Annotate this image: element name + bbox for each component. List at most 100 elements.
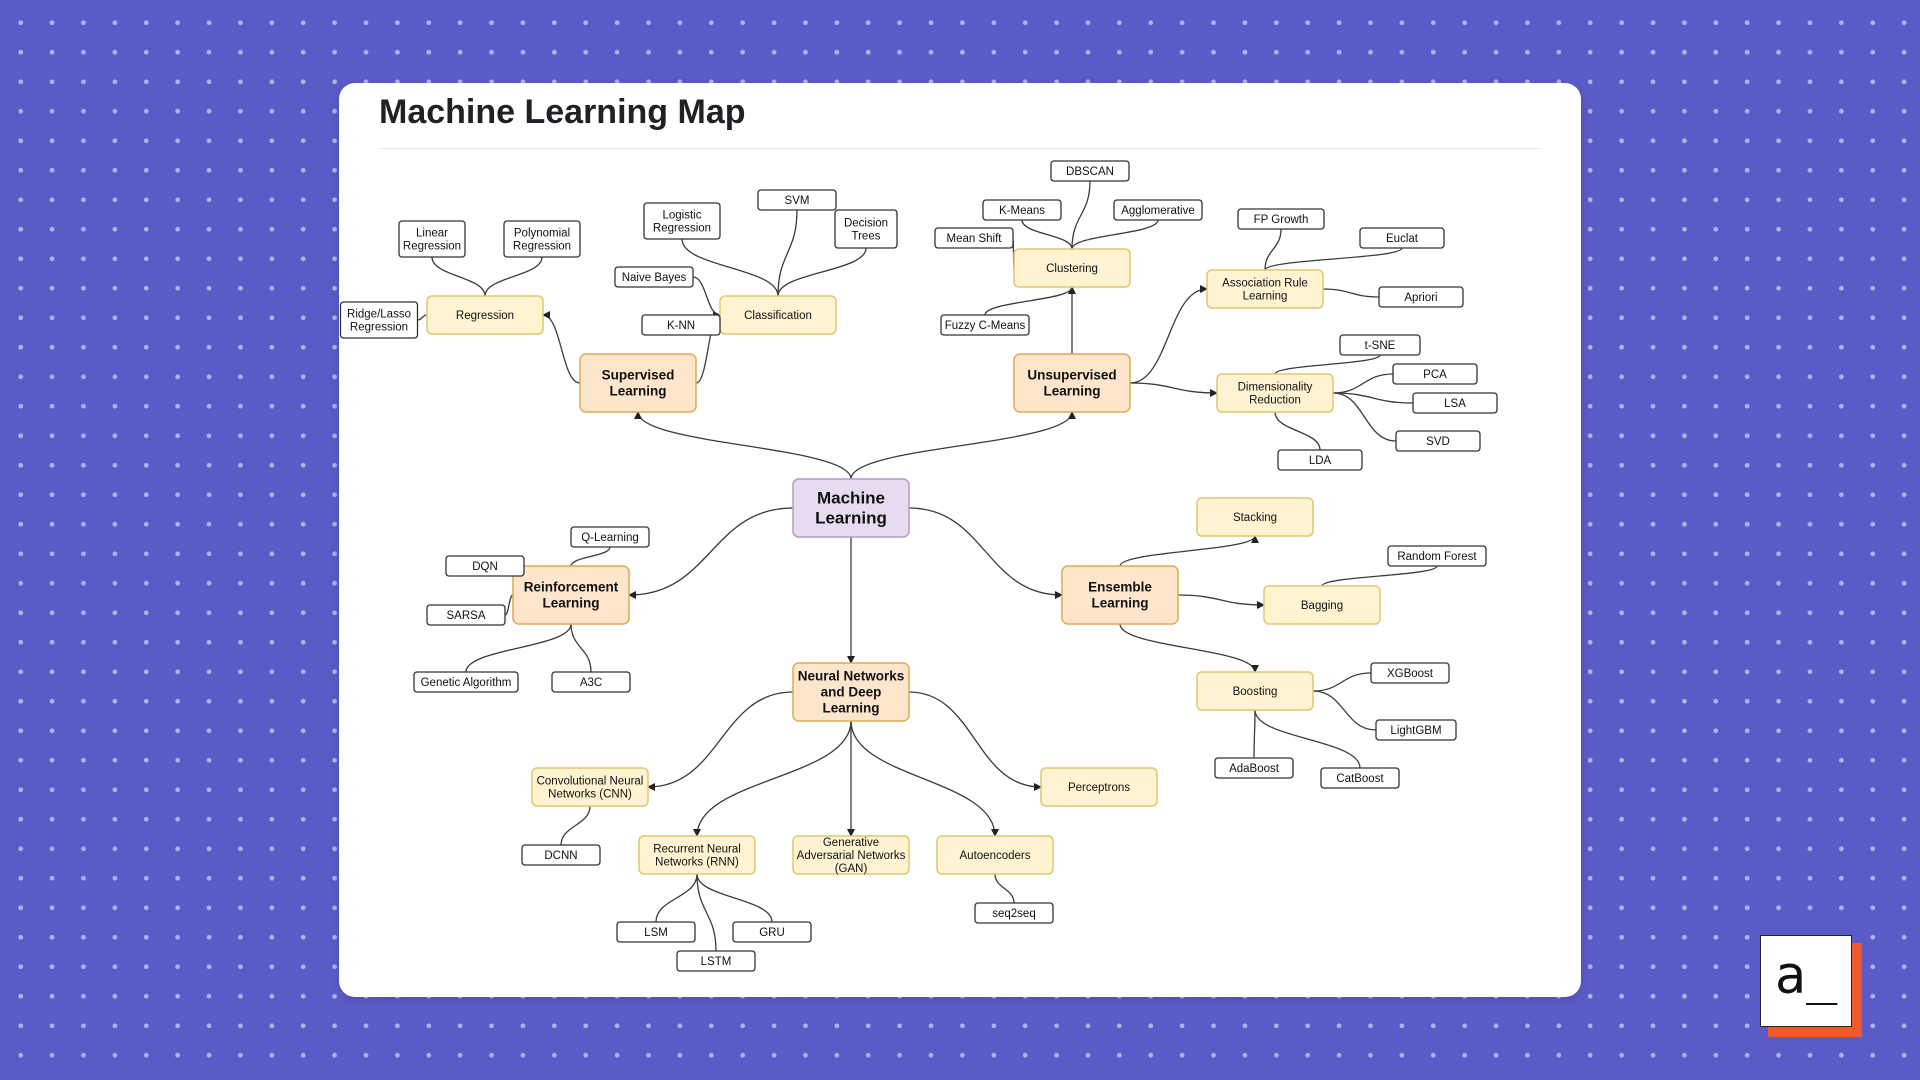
node-label: Reduction [1249,395,1301,407]
node-fp-growth: FP Growth [1237,208,1325,230]
edge-rnn-to-lstm [696,873,717,952]
node-label: LSTM [701,956,732,968]
node-label: GRU [759,927,785,939]
edge-ens-to-stack [1119,535,1259,567]
node-label: LightGBM [1390,725,1441,737]
edge-ens-to-boost [1119,623,1259,673]
node-label: Dimensionality [1238,382,1313,394]
node-box [974,902,1054,924]
edge-unsup-to-dim [1129,382,1218,397]
node-box [1214,757,1294,779]
title-divider [379,148,1541,149]
node-label: Ridge/Lasso [347,309,411,321]
node-genetic-algorithm: Genetic Algorithm [413,671,519,693]
node-box [1013,353,1131,413]
node-k-means: K-Means [982,199,1062,221]
edge-arl-to-eclat [1264,247,1403,271]
edge-rnn-to-gru [696,873,773,923]
node-label: LSM [644,927,668,939]
node-label: Polynomial [514,228,570,240]
node-box [1412,392,1498,414]
node-label: Convolutional Neural [537,776,644,788]
node-label: Recurrent Neural [653,844,741,856]
edge-clu-to-kmeans [1021,219,1073,250]
node-box [503,220,581,258]
edge-reg-to-linreg [431,256,486,297]
node-label: SARSA [447,610,486,622]
node-bagging: Bagging [1263,585,1381,625]
node-label: Regression [350,322,408,334]
node-random-forest: Random Forest [1387,545,1487,567]
node-label: Euclat [1386,233,1419,245]
node-pca: PCA [1392,363,1478,385]
node-box [676,950,756,972]
edge-arl-to-fpg [1264,228,1282,271]
node-box [757,189,837,211]
edge-ml-to-ens [908,507,1063,599]
node-box [426,295,544,335]
node-label: SVD [1426,436,1450,448]
node-label: Bagging [1301,600,1343,612]
node-box [982,199,1062,221]
edge-cls-to-nb [692,276,721,316]
node-dqn: DQN [445,555,525,577]
edge-rl-to-sarsa [504,594,514,616]
node-boosting: Boosting [1196,671,1314,711]
node-label: Machine [817,488,885,507]
node-mean-shift: Mean Shift [934,227,1014,249]
node-box [792,662,910,722]
node-box [792,478,910,538]
node-euclat: Euclat [1359,227,1445,249]
node-box [398,220,466,258]
node-dcnn: DCNN [521,844,601,866]
node-label: Networks (CNN) [548,789,632,801]
node-sarsa: SARSA [426,604,506,626]
node-box [1387,545,1487,567]
node-dbscan: DBSCAN [1050,160,1130,182]
edge-rl-to-ga [465,623,572,673]
node-box [1196,497,1314,537]
edge-nn-to-perc [908,691,1042,791]
node-lstm: LSTM [676,950,756,972]
edge-dim-to-pca [1332,373,1394,394]
node-box [445,555,525,577]
node-label: Regression [513,241,571,253]
node-label: Boosting [1233,686,1278,698]
node-label: Perceptrons [1068,782,1130,794]
node-label: Learning [1043,384,1100,399]
node-box [531,767,649,807]
node-label: Decision [844,218,888,230]
node-box [1395,430,1481,452]
node-label: Networks (RNN) [655,857,739,869]
node-label: Random Forest [1397,551,1477,563]
edge-clu-to-fcm [984,286,1073,316]
edge-ml-to-rl [628,507,794,599]
node-label: Learning [542,596,599,611]
node-box [521,844,601,866]
node-label: Regression [403,241,461,253]
node-box [834,209,898,249]
node-box [1061,565,1179,625]
node-fuzzy-c-means: Fuzzy C-Means [940,314,1030,336]
edge-dim-to-lda [1274,411,1321,451]
node-label: K-Means [999,205,1045,217]
edges-layer [417,180,1438,952]
node-label: DQN [472,561,498,573]
node-box [719,295,837,335]
node-box [1320,767,1400,789]
node-label: AdaBoost [1229,763,1280,775]
node-box [940,314,1030,336]
edge-ae-to-seq2seq [994,873,1015,904]
node-label: Learning [1091,596,1148,611]
node-label: Learning [815,508,887,527]
node-label: Supervised [602,368,675,383]
edge-sup-to-reg [542,311,581,384]
edge-boost-to-ada [1253,709,1256,759]
node-label: Stacking [1233,512,1277,524]
node-box [1216,373,1334,413]
